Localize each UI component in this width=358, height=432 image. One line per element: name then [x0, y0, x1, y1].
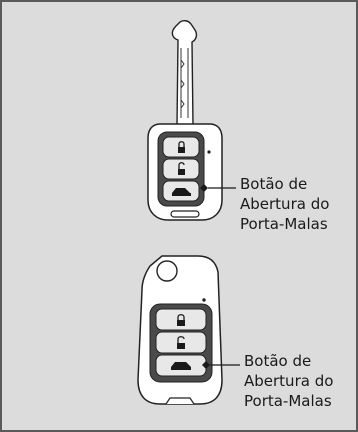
- unlock-icon: [177, 336, 185, 349]
- callout-bottom-line2: Abertura do: [244, 372, 334, 390]
- callout-bottom-label: Botão de Abertura do Porta-Malas: [244, 351, 333, 411]
- unlock-icon: [178, 162, 185, 175]
- callout-top-pointer: [200, 184, 236, 192]
- key-blade: [171, 19, 198, 126]
- callout-top-line1: Botão de: [240, 175, 308, 193]
- lock-icon: [177, 314, 185, 326]
- trunk-icon: [171, 362, 191, 370]
- callout-top-label: Botão de Abertura do Porta-Malas: [240, 174, 329, 234]
- callout-top-line3: Porta-Malas: [240, 215, 328, 233]
- callout-bottom-pointer: [202, 361, 240, 369]
- callout-bottom-line3: Porta-Malas: [244, 392, 332, 410]
- callout-bottom-line1: Botão de: [244, 352, 312, 370]
- blade-key-remote: [147, 19, 223, 221]
- lock-icon: [178, 141, 185, 153]
- unlock-button[interactable]: [155, 331, 207, 354]
- flip-key-remote: [137, 255, 223, 405]
- callout-top-line2: Abertura do: [240, 195, 330, 213]
- trunk-icon: [172, 188, 191, 196]
- lock-button[interactable]: [155, 308, 207, 331]
- key-ring-hole: [156, 260, 178, 282]
